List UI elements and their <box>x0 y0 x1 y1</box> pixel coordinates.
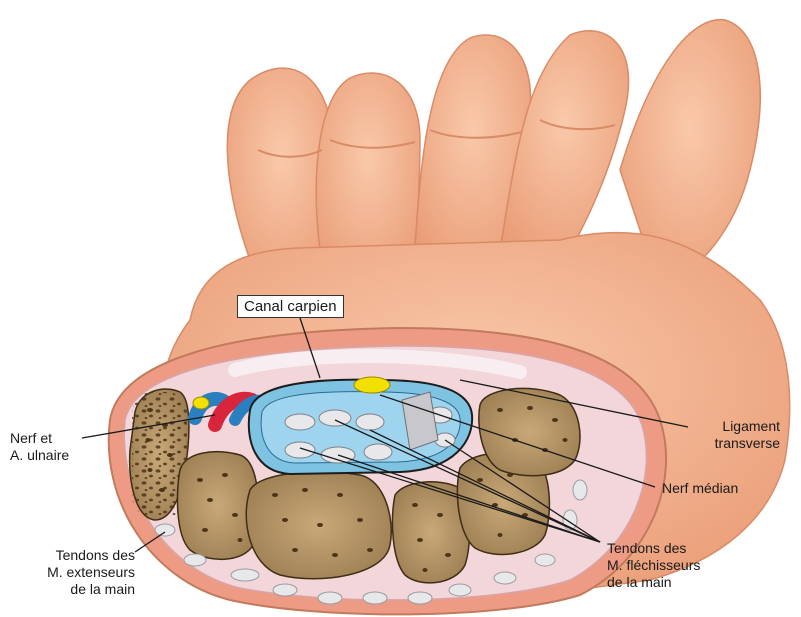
carpal-canal <box>249 377 472 474</box>
label-extenseurs-line3: de la main <box>10 581 135 598</box>
label-flechisseurs-line1: Tendons des <box>607 540 727 557</box>
label-nerf-ulnaire: Nerf et A. ulnaire <box>10 430 90 464</box>
label-tendons-extenseurs: Tendons des M. extenseurs de la main <box>10 547 135 598</box>
label-flechisseurs-line2: M. fléchisseurs <box>607 557 727 574</box>
label-ligament-line1: Ligament <box>680 418 780 435</box>
label-extenseurs-line1: Tendons des <box>10 547 135 564</box>
label-ulnaire-line2: A. ulnaire <box>10 447 90 464</box>
label-tendons-flechisseurs: Tendons des M. fléchisseurs de la main <box>607 540 727 591</box>
label-nerf-median: Nerf médian <box>662 480 738 497</box>
label-ligament-transverse: Ligament transverse <box>680 418 780 452</box>
label-ulnaire-line1: Nerf et <box>10 430 90 447</box>
median-nerve <box>354 377 390 393</box>
label-ligament-line2: transverse <box>680 435 780 452</box>
label-flechisseurs-line3: de la main <box>607 574 727 591</box>
label-extenseurs-line2: M. extenseurs <box>10 564 135 581</box>
label-canal-carpien: Canal carpien <box>237 295 344 318</box>
